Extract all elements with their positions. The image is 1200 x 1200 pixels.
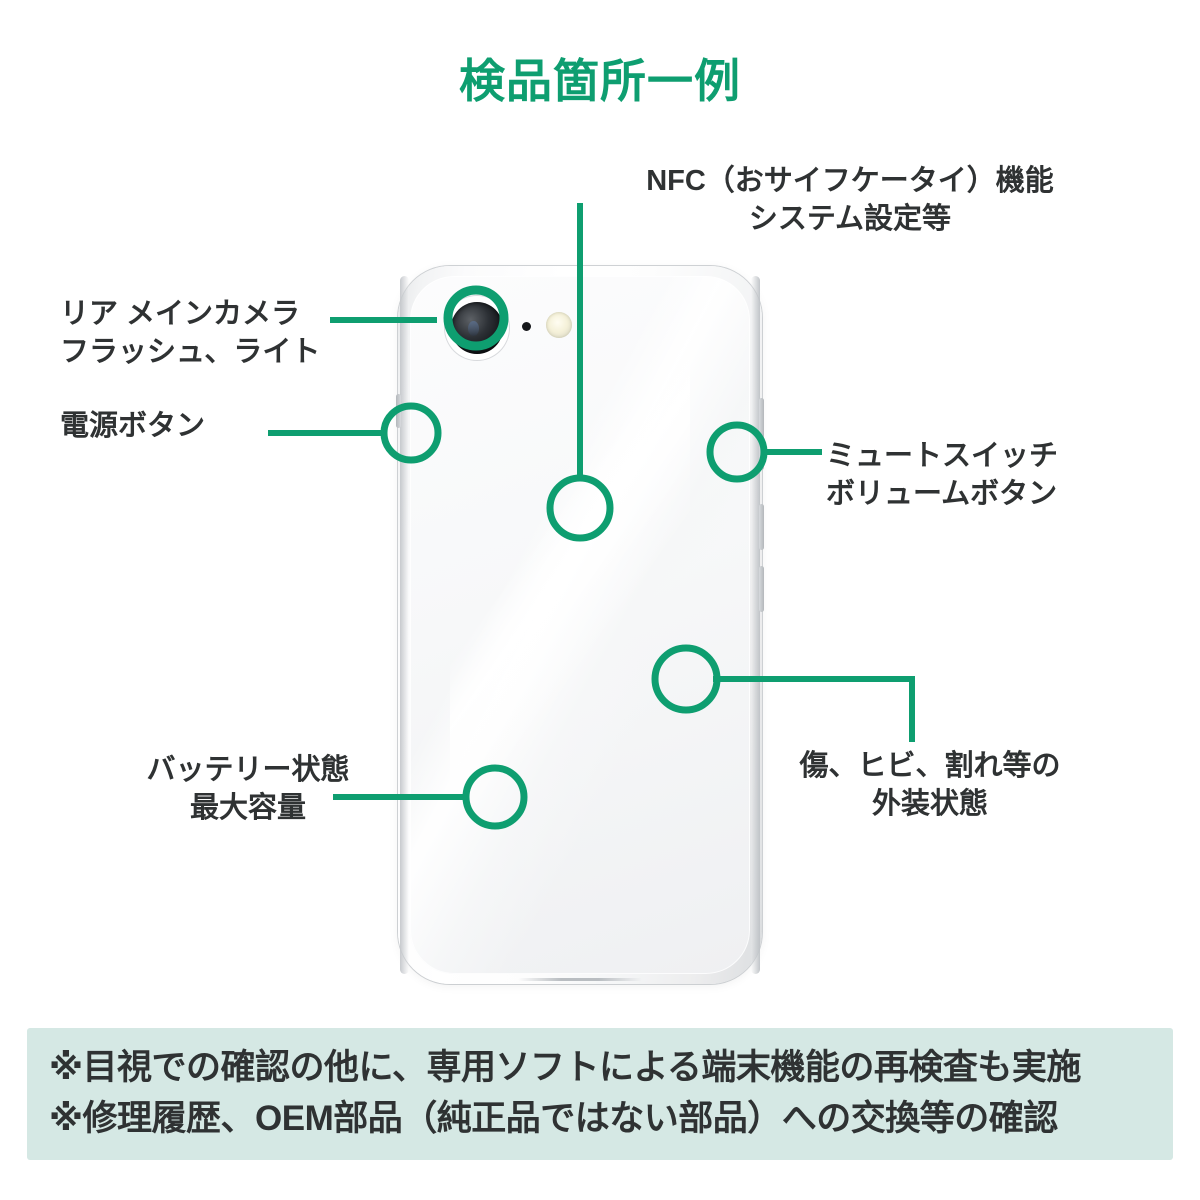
leader-line-exterior [713, 676, 915, 742]
marker-circle-camera [443, 285, 509, 351]
callout-label-battery-status: バッテリー状態 最大容量 [146, 754, 350, 824]
microphone-icon [522, 322, 531, 331]
callout-label-nfc: NFC（おサイフケータイ）機能 システム設定等 [646, 165, 1054, 235]
callout-label-mute-switch: ミュートスイッチ ボリュームボタン [826, 440, 1059, 510]
callout-label-rear-camera: リア メインカメラ フラッシュ、ライト [60, 298, 321, 368]
volume-up-button-icon [759, 504, 764, 550]
footer-note-line-2: ※修理履歴、OEM部品（純正品ではない部品）への交換等の確認 [49, 1099, 1058, 1138]
page-title: 検品箇所一例 [459, 55, 741, 107]
phone-bottom-seam [518, 978, 642, 981]
marker-circle-mute [706, 421, 768, 483]
volume-down-button-icon [759, 566, 764, 612]
marker-circle-nfc [546, 474, 614, 542]
marker-circle-power [380, 402, 442, 464]
marker-circle-battery [462, 764, 528, 830]
footer-note-line-1: ※目視での確認の他に、専用ソフトによる端末機能の再検査も実施 [49, 1048, 1081, 1088]
marker-circle-exterior [651, 644, 721, 714]
footer-note-box: ※目視での確認の他に、専用ソフトによる端末機能の再検査も実施 ※修理履歴、OEM… [27, 1028, 1173, 1160]
callout-label-power-button: 電源ボタン [60, 410, 206, 442]
callout-label-exterior-condition: 傷、ヒビ、割れ等の 外装状態 [799, 750, 1061, 820]
flash-light-icon [546, 312, 572, 338]
